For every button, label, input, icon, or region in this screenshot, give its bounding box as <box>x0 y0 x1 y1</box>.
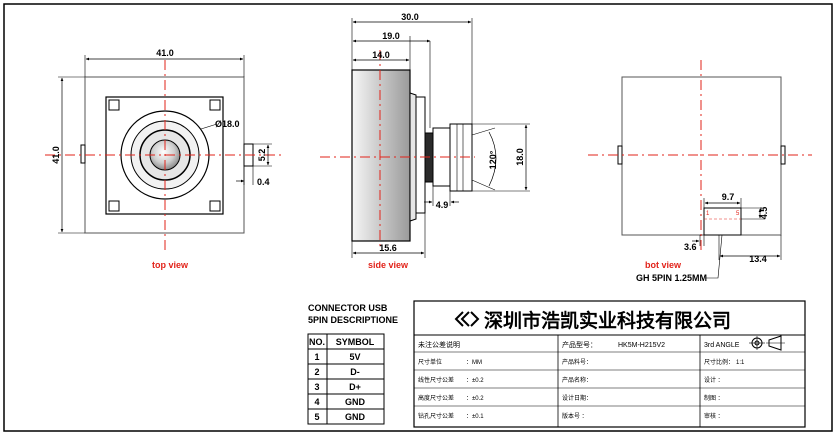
row-no: 3 <box>314 382 319 392</box>
tolerance-note: 未注公差说明 <box>418 340 460 349</box>
top-view-label: top view <box>152 260 189 270</box>
side-view-label: side view <box>368 260 409 270</box>
side-19-dim: 19.0 <box>382 31 400 41</box>
row-symbol: D+ <box>349 382 361 392</box>
scale-value: 1:1 <box>736 360 745 366</box>
review-label: 审核 ： <box>704 412 724 420</box>
pin1-marker: 1 <box>706 211 710 217</box>
side-tab-left <box>80 144 86 164</box>
top-height-dim: 41.0 <box>51 146 61 164</box>
linear-tol-label: 线性尺寸公差 <box>418 376 454 384</box>
bot-view-label: bot view <box>645 260 682 270</box>
bot-view: 1 5 9.7 4.5 3.6 13.4 bot view GH 5PIN 1.… <box>588 60 812 283</box>
bot-13-4-dim: 13.4 <box>749 254 767 264</box>
side-pcb <box>415 96 426 214</box>
product-model-label: 产品型号： <box>562 340 597 349</box>
version-label: 版本号 ： <box>562 412 588 420</box>
company-logo <box>454 311 480 327</box>
col-no-header: NO. <box>309 337 325 347</box>
row-no: 2 <box>314 367 319 377</box>
hole-tol-label: 钻孔尺寸公差 <box>418 412 454 420</box>
title-block: 深圳市浩凯实业科技有限公司 未注公差说明 尺寸单位 ：MM 线性尺寸公差 ：±0… <box>413 300 806 428</box>
product-name-label: 产品名称： <box>562 376 592 384</box>
third-angle-projection-icon <box>749 335 785 351</box>
side-overall-dim: 30.0 <box>401 12 419 22</box>
company-name: 深圳市浩凯实业科技有限公司 <box>484 309 731 332</box>
pin5-marker: 5 <box>736 211 740 217</box>
fov-angle-dim: 120° <box>488 150 498 169</box>
mount-hole-bl <box>108 200 120 212</box>
side-15-6-dim: 15.6 <box>379 243 397 253</box>
connector-note: GH 5PIN 1.25MM <box>636 273 707 283</box>
pin-thickness-dim: 0.4 <box>257 177 270 187</box>
sheet-border <box>3 3 833 432</box>
row-symbol: GND <box>345 397 366 407</box>
side-flange <box>409 92 417 222</box>
top-width-dim: 41.0 <box>156 48 174 58</box>
connector-title-1: CONNECTOR USB <box>308 303 388 313</box>
mount-hole-br <box>209 200 221 212</box>
hole-tol-value: ：±0.1 <box>466 414 484 420</box>
col-symbol-header: SYMBOL <box>336 337 375 347</box>
linear-tol-value: ：±0.2 <box>466 378 484 384</box>
product-part-label: 产品料号： <box>562 358 592 366</box>
mount-hole-tr <box>209 99 221 111</box>
unit-label: 尺寸单位 <box>418 358 442 366</box>
connector-table: CONNECTOR USB 5PIN DESCRIPTIONE NO. SYMB… <box>307 303 398 425</box>
bot-9-7-dim: 9.7 <box>722 192 735 202</box>
row-no: 1 <box>314 352 319 362</box>
row-symbol: D- <box>350 367 360 377</box>
height-tol-label: 高度尺寸公差 <box>418 394 454 402</box>
pin-length-dim: 5.2 <box>257 149 267 162</box>
connector-title-2: 5PIN DESCRIPTIONE <box>308 315 398 325</box>
angle-label: 3rd ANGLE <box>704 342 740 349</box>
lens-diameter-dim: Ø18.0 <box>215 119 240 129</box>
scale-label: 尺寸比例： <box>704 358 734 366</box>
bot-connector <box>703 207 742 236</box>
design-date-label: 设计日期： <box>562 394 592 402</box>
side-body <box>351 69 411 242</box>
product-model-value: HK5M-H215V2 <box>618 342 665 349</box>
side-view: 120° 30.0 19.0 14.0 18.0 4.9 15.6 side v… <box>320 12 530 270</box>
top-view: 41.0 41.0 Ø18.0 5.2 0.4 top view <box>45 48 282 270</box>
bot-3-6-dim: 3.6 <box>684 242 697 252</box>
side-14-dim: 14.0 <box>372 50 390 60</box>
unit-value: ：MM <box>466 360 482 366</box>
row-no: 5 <box>314 412 319 422</box>
row-symbol: GND <box>345 412 366 422</box>
bot-tab-left <box>617 145 623 165</box>
side-4-9-dim: 4.9 <box>436 200 449 210</box>
row-no: 4 <box>314 397 319 407</box>
row-symbol: 5V <box>349 352 360 362</box>
bot-4-5-dim: 4.5 <box>759 207 769 220</box>
side-18-dim: 18.0 <box>515 148 525 166</box>
mount-hole-tl <box>108 99 120 111</box>
drafting-label: 制图 ： <box>704 394 724 402</box>
height-tol-value: ：±0.2 <box>466 396 484 402</box>
design-label: 设计 ： <box>704 376 724 384</box>
